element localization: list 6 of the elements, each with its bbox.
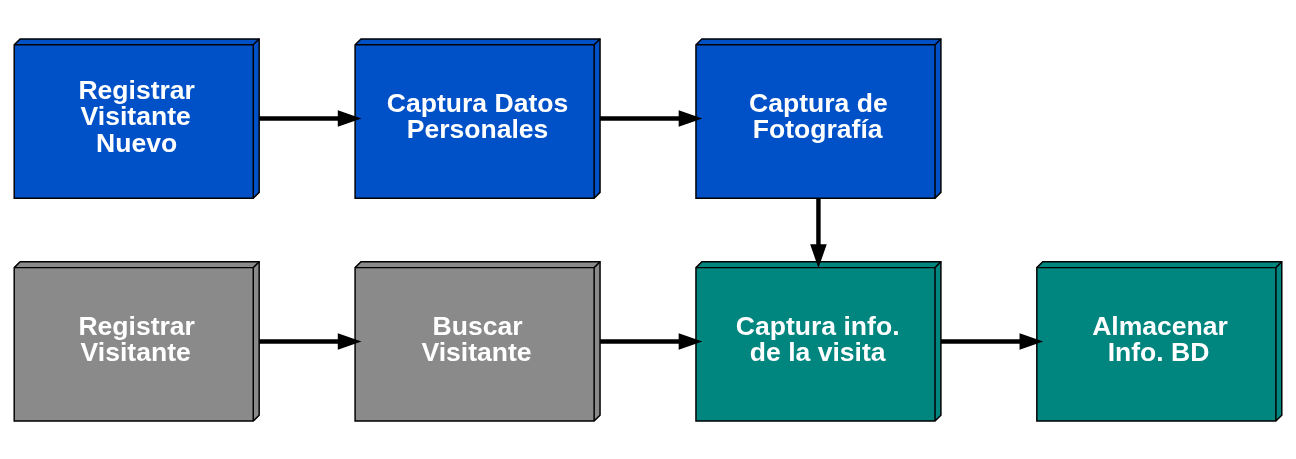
arrow <box>810 197 827 268</box>
arrow <box>259 109 362 127</box>
arrow <box>259 332 362 350</box>
arrow <box>600 332 703 350</box>
arrow <box>600 109 703 127</box>
arrow <box>940 332 1044 350</box>
